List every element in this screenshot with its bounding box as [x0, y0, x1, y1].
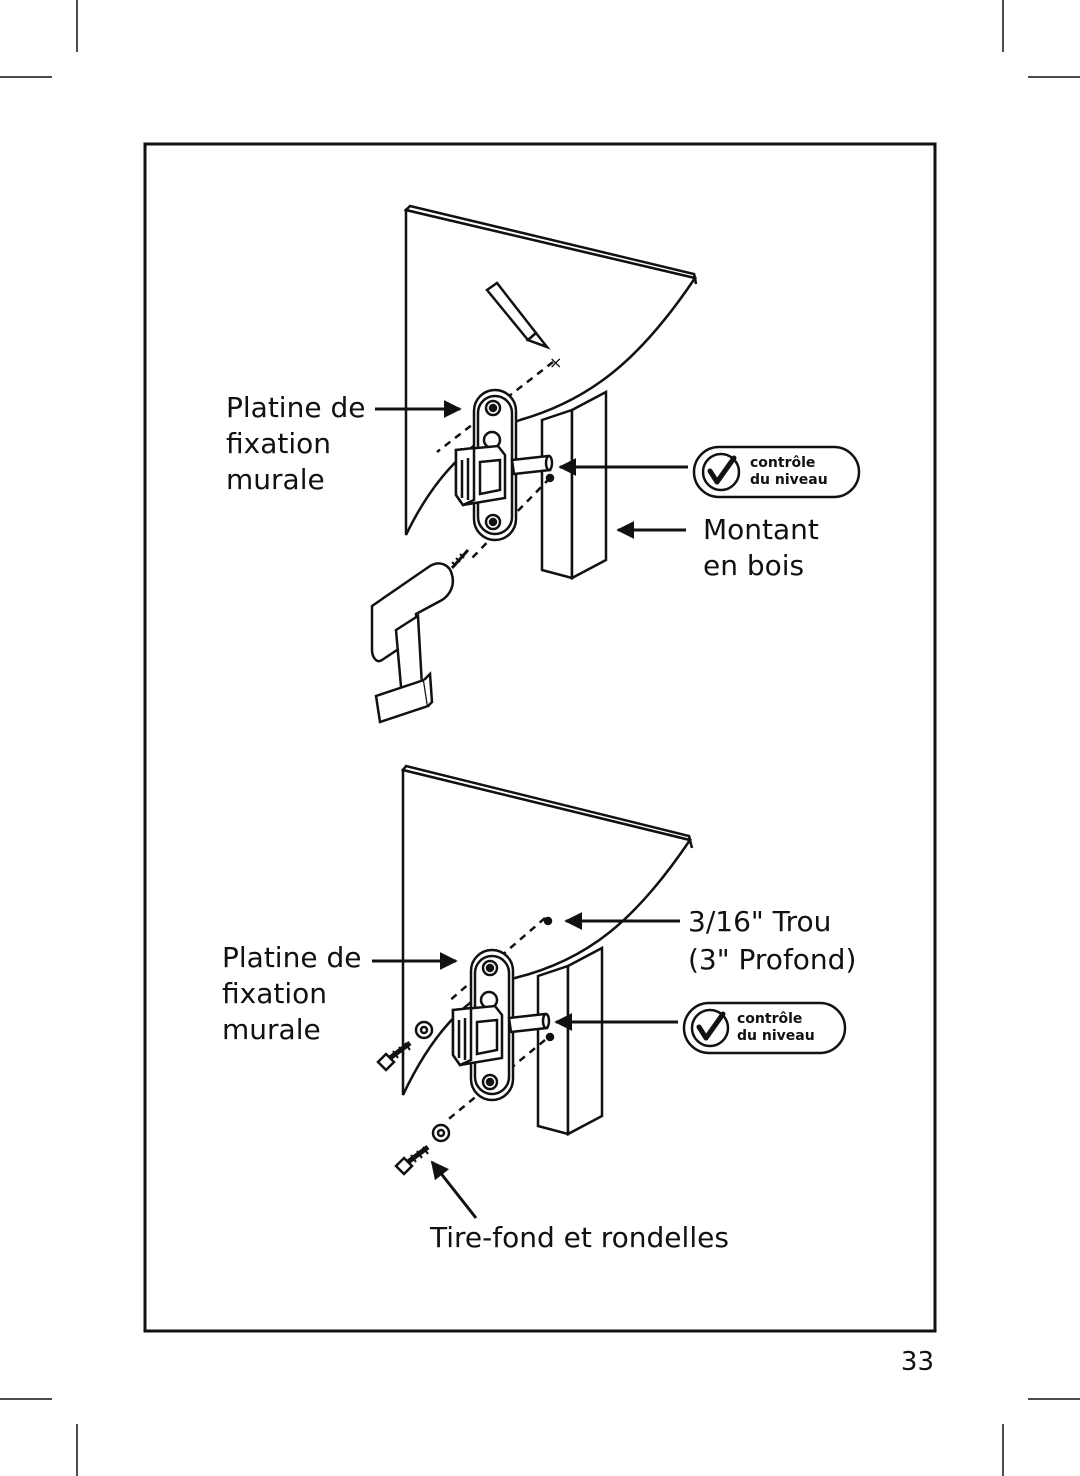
lag-bolt-icon [394, 1145, 430, 1176]
pencil-icon [485, 281, 551, 350]
wood-stud [540, 389, 608, 581]
mount-plate-label-bottom: Platine de fixation murale [222, 940, 361, 1048]
hole-spec-label: 3/16" Trou (3" Profond) [688, 903, 856, 979]
top-arrows [375, 400, 688, 539]
svg-text:×: × [549, 353, 562, 372]
label-line: fixation [222, 977, 327, 1010]
bottom-arrows [372, 912, 680, 1219]
washer-icon [414, 1020, 434, 1040]
label-line: Platine de [226, 391, 366, 424]
lag-bolt-icon [376, 1041, 412, 1072]
bottom-figure [376, 764, 694, 1176]
page-frame [143, 142, 937, 1333]
label-line: 3/16" Trou [688, 905, 832, 938]
level-check-badge-top [692, 445, 861, 499]
badge-line: contrôle [737, 1011, 803, 1027]
level-check-badge-bottom [682, 1001, 847, 1055]
label-line: Montant [703, 513, 819, 546]
label-line: en bois [703, 549, 805, 582]
label-line: murale [222, 1013, 321, 1046]
wall-mount-plate [451, 948, 551, 1102]
wood-stud [536, 945, 604, 1137]
label-line: Platine de [222, 941, 362, 974]
label-line: murale [226, 463, 325, 496]
badge-line: du niveau [750, 472, 828, 488]
page-number: 33 [900, 1347, 934, 1377]
wall-mount-plate [454, 388, 554, 542]
badge-line: du niveau [737, 1028, 815, 1044]
wall-panel [403, 204, 698, 536]
wood-stud-label: Montant en bois [703, 512, 819, 584]
badge-line: contrôle [750, 455, 816, 471]
level-check-text-top: contrôle du niveau [750, 455, 828, 489]
level-check-text-bottom: contrôle du niveau [737, 1011, 815, 1045]
washer-icon [431, 1123, 451, 1143]
lag-bolts-label: Tire-fond et rondelles [430, 1221, 729, 1254]
wall-panel [400, 764, 694, 1096]
drill-icon [370, 549, 470, 724]
label-line: (3" Profond) [688, 943, 857, 976]
mount-plate-label-top: Platine de fixation murale [226, 390, 365, 498]
label-line: fixation [226, 427, 331, 460]
top-figure: × [370, 204, 698, 724]
